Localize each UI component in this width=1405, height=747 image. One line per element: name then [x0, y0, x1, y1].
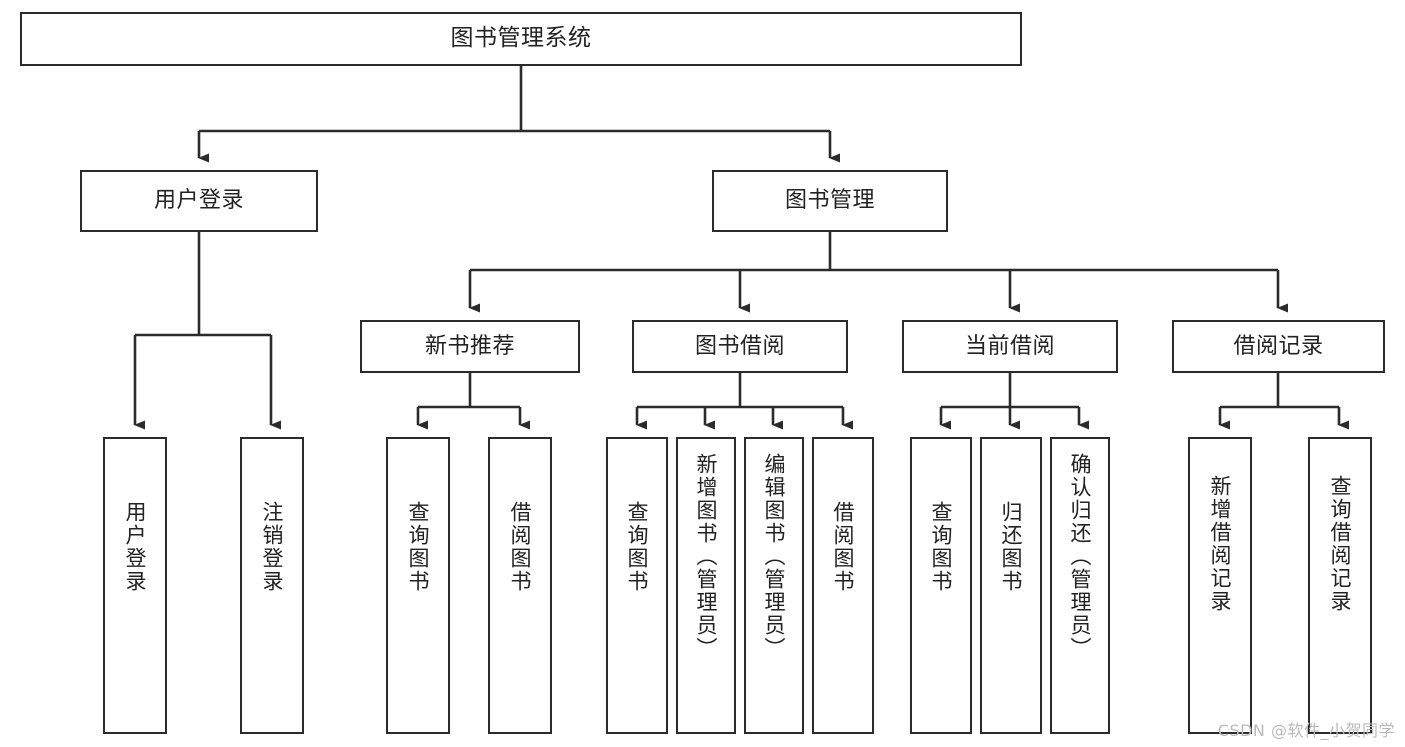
leaf-borrow-book-2-label: 借阅图书	[831, 501, 856, 593]
leaf-query-book-2-label: 查询图书	[625, 501, 650, 593]
node-borrow-record-label: 借阅记录	[1233, 333, 1324, 359]
leaf-query-book-2[interactable]: 查询图书	[606, 437, 668, 734]
leaf-borrow-book-2[interactable]: 借阅图书	[812, 437, 874, 734]
leaf-confirm-return-label: 确认归还（管理员）	[1068, 453, 1093, 660]
node-book-borrow[interactable]: 图书借阅	[632, 320, 848, 373]
node-root[interactable]: 图书管理系统	[20, 12, 1022, 66]
leaf-add-book-label: 新增图书（管理员）	[694, 453, 719, 660]
leaf-query-record[interactable]: 查询借阅记录	[1308, 437, 1372, 734]
leaf-user-login[interactable]: 用户登录	[103, 437, 167, 734]
leaf-return-book-label: 归还图书	[999, 501, 1024, 593]
leaf-confirm-return[interactable]: 确认归还（管理员）	[1050, 437, 1110, 734]
leaf-return-book[interactable]: 归还图书	[980, 437, 1042, 734]
node-user-login-label: 用户登录	[153, 188, 244, 214]
leaf-add-book[interactable]: 新增图书（管理员）	[676, 437, 736, 734]
node-user-login[interactable]: 用户登录	[80, 170, 318, 232]
leaf-query-record-label: 查询借阅记录	[1328, 475, 1353, 613]
node-book-manage-label: 图书管理	[784, 188, 875, 214]
leaf-user-logout-label: 注销登录	[260, 501, 285, 593]
node-borrow-record[interactable]: 借阅记录	[1172, 320, 1385, 373]
leaf-user-logout[interactable]: 注销登录	[240, 437, 304, 734]
leaf-query-book-1-label: 查询图书	[406, 501, 431, 593]
node-book-borrow-label: 图书借阅	[694, 333, 785, 359]
leaf-borrow-book-1[interactable]: 借阅图书	[488, 437, 552, 734]
leaf-edit-book[interactable]: 编辑图书（管理员）	[744, 437, 804, 734]
leaf-user-login-label: 用户登录	[123, 501, 148, 593]
leaf-query-book-1[interactable]: 查询图书	[386, 437, 450, 734]
csdn-watermark: CSDN @软件_小贺同学	[1217, 721, 1395, 740]
node-book-manage[interactable]: 图书管理	[712, 170, 948, 232]
node-new-book-rec[interactable]: 新书推荐	[360, 320, 580, 373]
node-current-borrow[interactable]: 当前借阅	[902, 320, 1118, 373]
leaf-query-book-3-label: 查询图书	[929, 501, 954, 593]
leaf-borrow-book-1-label: 借阅图书	[508, 501, 533, 593]
leaf-query-book-3[interactable]: 查询图书	[910, 437, 972, 734]
node-current-borrow-label: 当前借阅	[964, 333, 1055, 359]
node-root-label: 图书管理系统	[450, 25, 592, 52]
leaf-add-record[interactable]: 新增借阅记录	[1188, 437, 1252, 734]
node-new-book-rec-label: 新书推荐	[424, 333, 515, 359]
leaf-add-record-label: 新增借阅记录	[1208, 475, 1233, 613]
leaf-edit-book-label: 编辑图书（管理员）	[762, 453, 787, 660]
